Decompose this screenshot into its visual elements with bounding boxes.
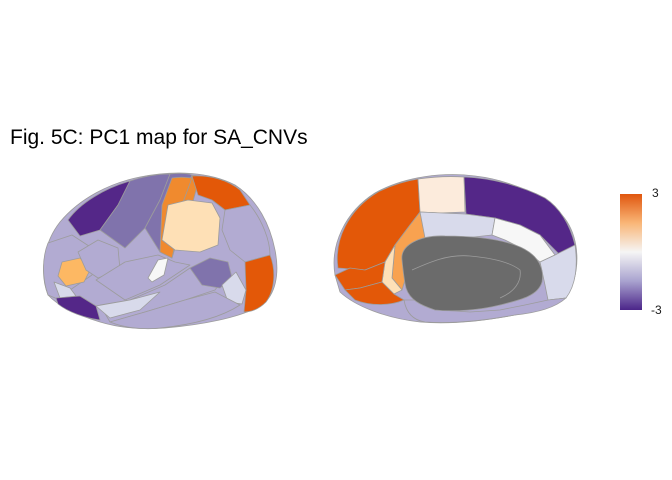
occipital-region <box>243 254 275 313</box>
ventromedial-region <box>344 281 405 305</box>
superior-temporal-region <box>95 254 191 301</box>
medial-hemisphere <box>333 174 578 324</box>
medial-wall <box>401 235 543 312</box>
precuneus-top-region <box>417 176 466 214</box>
angular-region <box>221 204 271 263</box>
parietal-upper-region <box>191 175 251 211</box>
fusiform-region <box>95 291 161 319</box>
superior-medial-region <box>463 176 576 256</box>
legend-max-label: 3 <box>652 186 659 200</box>
lateral-hemisphere <box>43 172 278 330</box>
supramarginal-region <box>161 199 221 253</box>
medial-wall-outline <box>411 255 521 299</box>
figure-title: Fig. 5C: PC1 map for SA_CNVs <box>10 126 308 149</box>
parahippocampal-region <box>403 297 567 323</box>
lateral-occipital-region <box>109 291 241 330</box>
legend-min-label: -3 <box>651 303 662 317</box>
temporal-pole-region <box>55 295 101 321</box>
temporal-spot-region <box>147 257 169 283</box>
colorbar <box>620 194 642 310</box>
insula-frontal-region <box>57 257 91 287</box>
